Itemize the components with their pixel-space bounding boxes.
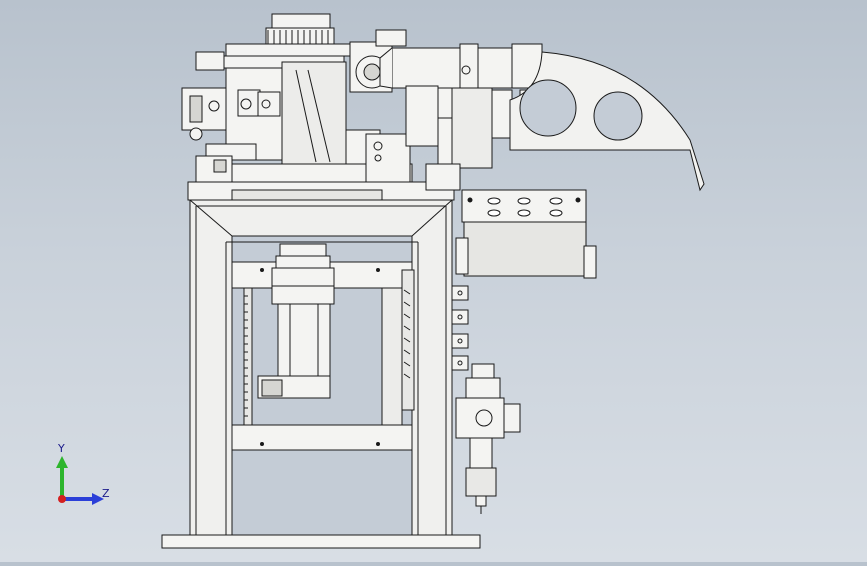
- air-filter-regulator: [455, 363, 521, 514]
- rotary-turret: [225, 13, 357, 57]
- servo-motor: [257, 243, 335, 399]
- linear-rail-right: [401, 269, 415, 411]
- pneumatic-arm: [405, 85, 493, 191]
- coordinate-triad: Y Z: [56, 442, 110, 505]
- z-axis-label: Z: [102, 487, 110, 500]
- guard-hole-left: [519, 79, 577, 137]
- guard-hole-right: [593, 91, 643, 141]
- junction-box: [455, 189, 597, 279]
- y-axis-label: Y: [57, 442, 65, 455]
- base-plate: [161, 534, 481, 549]
- upper-mechanism: [195, 51, 413, 183]
- left-cylinder-block: [181, 87, 227, 141]
- linear-rail-left: [243, 287, 253, 426]
- mounting-tabs: [451, 285, 469, 371]
- lower-crossbar: [231, 424, 413, 451]
